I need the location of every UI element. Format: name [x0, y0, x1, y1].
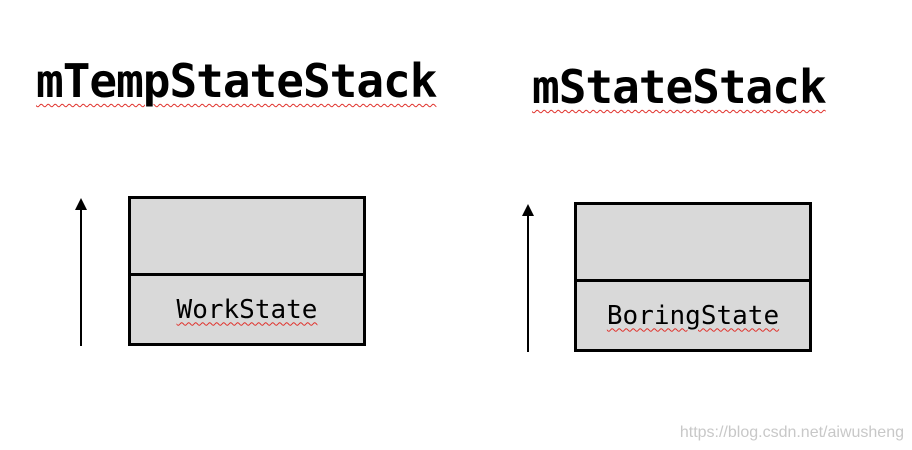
state-stack-top-slot — [577, 205, 809, 279]
state-stack-bottom-slot: BoringState — [577, 282, 809, 349]
work-state-label: WorkState — [176, 294, 318, 325]
temp-stack-bottom-slot: WorkState — [131, 276, 363, 343]
state-stack-title: mStateStack — [532, 60, 827, 114]
left-push-direction-arrow-icon — [75, 198, 87, 346]
watermark-url: https://blog.csdn.net/aiwusheng — [679, 424, 904, 441]
temp-state-stack-title: mTempStateStack — [36, 54, 437, 108]
state-stack-divider — [577, 279, 809, 282]
temp-stack-top-slot — [131, 199, 363, 273]
state-stack-box: BoringState — [574, 202, 812, 352]
temp-state-stack-box: WorkState — [128, 196, 366, 346]
boring-state-label: BoringState — [606, 300, 780, 331]
right-push-direction-arrow-icon — [522, 204, 534, 352]
temp-stack-divider — [131, 273, 363, 276]
